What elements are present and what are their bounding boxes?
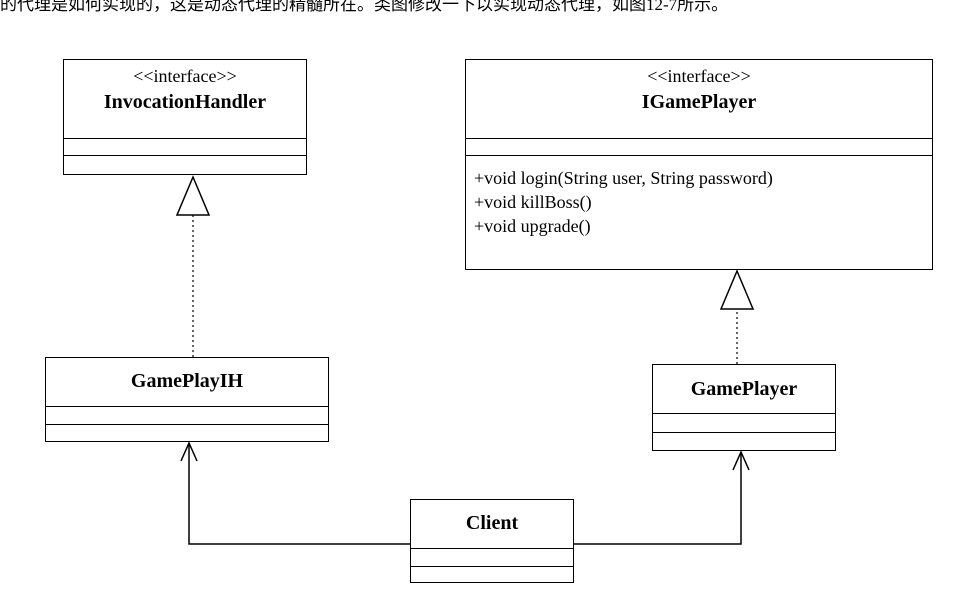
attributes-compartment (46, 406, 328, 424)
class-name: GamePlayer (690, 378, 798, 400)
class-name: InvocationHandler (103, 91, 267, 113)
method-killboss: +void killBoss() (474, 192, 592, 212)
attributes-compartment (64, 138, 306, 155)
methods-compartment: +void login(String user, String password… (466, 155, 932, 238)
association-line-client-gameplayih (188, 443, 410, 545)
association-line-client-gameplayer (574, 452, 742, 545)
class-name: Client (465, 512, 519, 534)
methods-compartment (46, 424, 328, 440)
methods-compartment (653, 432, 835, 449)
realization-arrowhead-igameplayer (719, 269, 755, 310)
attributes-compartment (466, 138, 932, 155)
realization-arrowhead-invocationhandler (175, 175, 211, 216)
class-gameplayih: GamePlayIH (45, 357, 329, 442)
attributes-compartment (653, 413, 835, 432)
methods-compartment (64, 155, 306, 173)
methods-compartment (411, 566, 573, 581)
association-arrowhead-gameplayih (180, 441, 198, 462)
method-login: +void login(String user, String password… (474, 168, 773, 188)
header-text: 的代理是如何实现的，这是动态代理的精髓所在。类图修改一下以实现动态代理，如图12… (0, 0, 729, 14)
method-upgrade: +void upgrade() (474, 216, 591, 236)
class-igameplayer: <<interface>> IGamePlayer +void login(St… (465, 59, 933, 270)
class-gameplayer: GamePlayer (652, 364, 836, 451)
class-invocation-handler: <<interface>> InvocationHandler (63, 59, 307, 175)
attributes-compartment (411, 548, 573, 566)
class-name: GamePlayIH (130, 370, 244, 392)
class-client: Client (410, 499, 574, 583)
association-arrowhead-gameplayer (732, 450, 750, 471)
stereotype-label: <<interface>> (133, 66, 237, 86)
stereotype-label: <<interface>> (647, 66, 751, 86)
class-name: IGamePlayer (641, 91, 757, 113)
